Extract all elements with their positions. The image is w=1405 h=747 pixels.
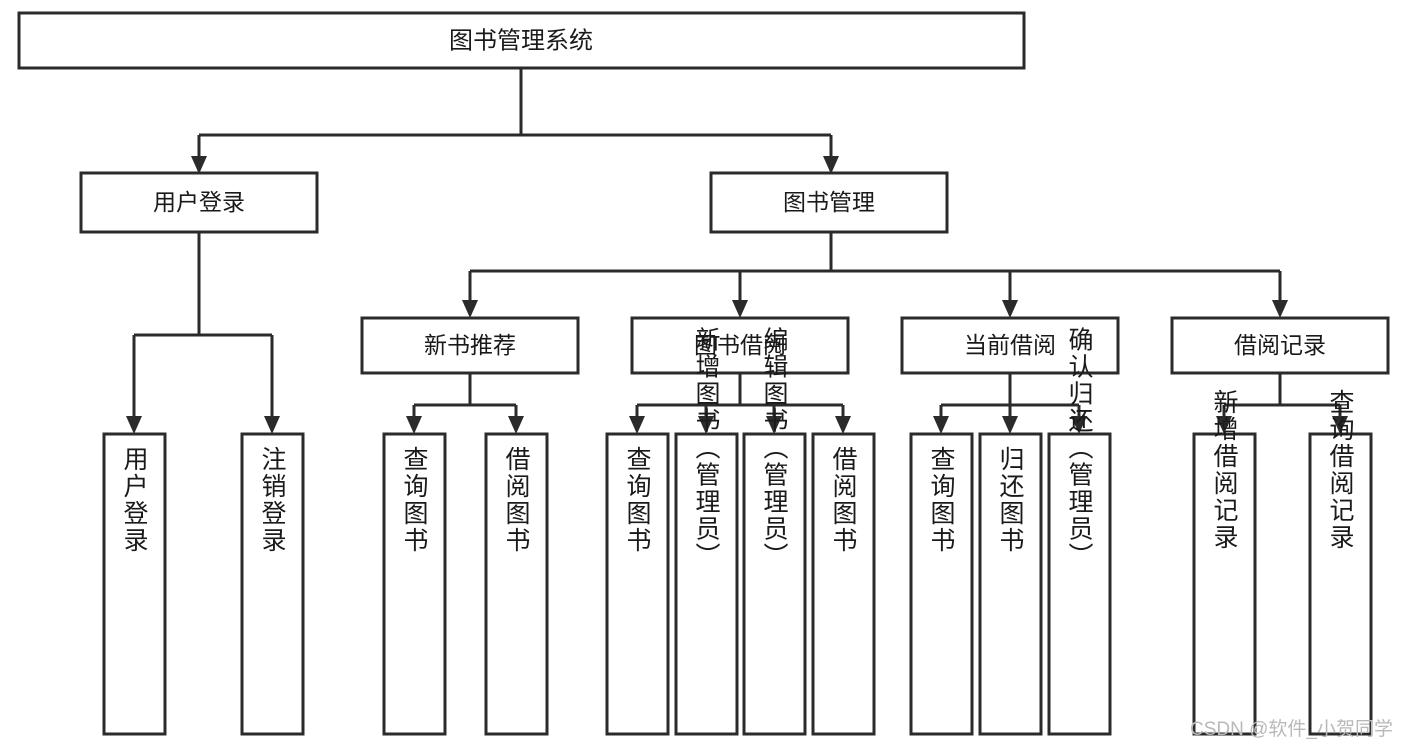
leaf-borrow-borrow-book-label: 借阅图书 <box>829 446 858 554</box>
leaf-borrow-add-book-label: 新增图书（管理员） <box>692 327 721 570</box>
node-book-borrow-label: 图书借阅 <box>694 332 786 358</box>
connector-borrowrecord-to-leaves <box>1216 373 1348 434</box>
node-user-login-label: 用户登录 <box>153 189 245 215</box>
leaf-current-confirm-return-label: 确认归还（管理员） <box>1065 327 1094 570</box>
connector-userlogin-to-leaves <box>126 232 280 434</box>
node-book-management[interactable]: 图书管理 <box>709 171 949 234</box>
leaf-current-confirm-return[interactable]: 确认归还（管理员） <box>1047 327 1112 736</box>
leaf-user-login-logout-label: 注销登录 <box>258 446 287 554</box>
leaf-borrow-query-book[interactable]: 查询图书 <box>605 432 670 736</box>
node-current-borrow-label: 当前借阅 <box>964 332 1056 358</box>
leaf-current-return-book-label: 归还图书 <box>996 446 1025 554</box>
leaf-current-return-book[interactable]: 归还图书 <box>978 432 1043 736</box>
node-book-borrow[interactable]: 图书借阅 <box>630 316 850 375</box>
leaf-current-query-book-label: 查询图书 <box>927 446 956 554</box>
leaf-new-book-query-label: 查询图书 <box>400 446 429 554</box>
leaf-user-login-logout[interactable]: 注销登录 <box>240 432 305 736</box>
leaf-record-query-label: 查询借阅记录 <box>1326 389 1355 551</box>
node-current-borrow[interactable]: 当前借阅 <box>900 316 1120 375</box>
leaf-current-query-book[interactable]: 查询图书 <box>909 432 974 736</box>
connector-newbook-to-leaves <box>406 373 524 434</box>
connector-currentborrow-to-leaves <box>933 373 1087 434</box>
node-borrow-record[interactable]: 借阅记录 <box>1170 316 1390 375</box>
node-root-system[interactable]: 图书管理系统 <box>17 11 1026 70</box>
leaf-borrow-borrow-book[interactable]: 借阅图书 <box>811 432 876 736</box>
leaf-record-query[interactable]: 查询借阅记录 <box>1308 389 1373 736</box>
leaf-record-add-label: 新增借阅记录 <box>1210 389 1239 551</box>
leaf-new-book-query[interactable]: 查询图书 <box>382 432 447 736</box>
node-new-book-recommend-label: 新书推荐 <box>424 332 516 358</box>
leaf-user-login-login-label: 用户登录 <box>120 446 149 554</box>
node-book-management-label: 图书管理 <box>783 189 875 215</box>
node-user-login[interactable]: 用户登录 <box>79 171 319 234</box>
leaf-borrow-query-book-label: 查询图书 <box>623 446 652 554</box>
leaf-borrow-add-book[interactable]: 新增图书（管理员） <box>674 327 739 736</box>
leaf-user-login-login[interactable]: 用户登录 <box>102 432 167 736</box>
node-root-label: 图书管理系统 <box>449 27 593 54</box>
connector-bookborrow-to-leaves <box>629 373 851 434</box>
connector-root-to-level2 <box>191 68 839 174</box>
leaf-new-book-borrow-label: 借阅图书 <box>502 446 531 554</box>
connector-bookmgmt-to-level3 <box>462 232 1288 318</box>
leaf-borrow-edit-book[interactable]: 编辑图书（管理员） <box>742 327 807 736</box>
node-new-book-recommend[interactable]: 新书推荐 <box>360 316 580 375</box>
node-borrow-record-label: 借阅记录 <box>1234 332 1326 358</box>
leaf-borrow-edit-book-label: 编辑图书（管理员） <box>760 327 789 570</box>
leaf-record-add[interactable]: 新增借阅记录 <box>1192 389 1257 736</box>
leaf-new-book-borrow[interactable]: 借阅图书 <box>484 432 549 736</box>
